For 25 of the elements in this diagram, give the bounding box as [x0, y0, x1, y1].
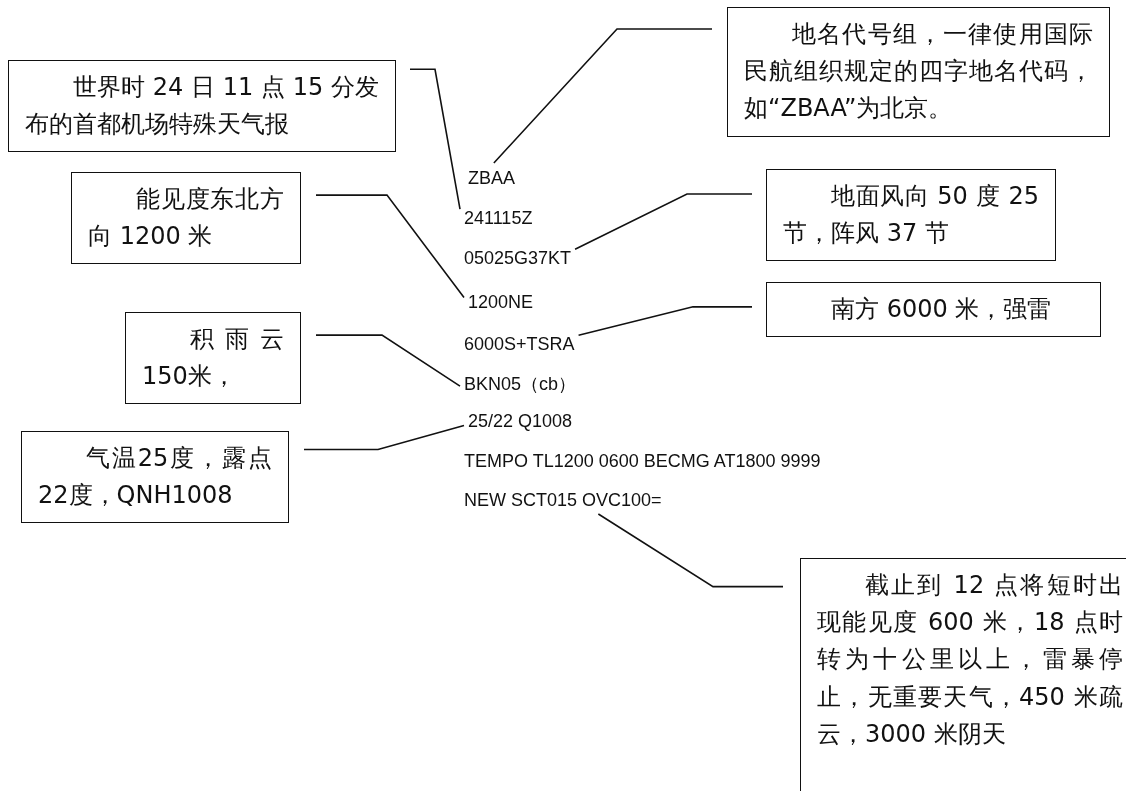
- callout-box: 地名代号组，一律使用国际民航组织规定的四字地名代码，如“ZBAA”为北京。: [727, 7, 1110, 137]
- leader-line: [574, 193, 753, 250]
- leader-line: [315, 194, 465, 299]
- callout-box: 能见度东北方向 1200 米: [71, 172, 301, 265]
- report-code-line: TEMPO TL1200 0600 BECMG AT1800 9999: [464, 450, 821, 472]
- leader-line: [409, 68, 461, 210]
- report-code-line: 1200NE: [468, 291, 534, 313]
- report-code-line: ZBAA: [468, 167, 515, 189]
- callout-box: 气温25度，露点22度，QNH1008: [21, 431, 289, 524]
- report-code-line: BKN05（cb）: [464, 373, 577, 395]
- report-code-line: NEW SCT015 OVC100=: [464, 489, 662, 511]
- report-code-line: 6000S+TSRA: [464, 333, 575, 355]
- callout-box: 地面风向 50 度 25 节，阵风 37 节: [766, 169, 1056, 262]
- report-code-line: 241115Z: [464, 207, 533, 229]
- leader-line: [577, 306, 753, 336]
- report-code-line: 25/22 Q1008: [468, 410, 573, 432]
- callout-box: 世界时 24 日 11 点 15 分发布的首都机场特殊天气报: [8, 60, 396, 153]
- leader-line: [493, 28, 713, 164]
- report-code-line: 05025G37KT: [464, 247, 572, 269]
- leader-line: [303, 424, 465, 451]
- leader-line: [315, 334, 461, 387]
- leader-line: [597, 513, 784, 588]
- callout-box: 南方 6000 米，强雷: [766, 282, 1101, 338]
- callout-box: 截止到 12 点将短时出现能见度 600 米，18 点时转为十公里以上，雷暴停止，无重要天气，450 米疏云，3000 米阴天: [800, 558, 1126, 791]
- callout-box: 积雨云150米，: [125, 312, 301, 405]
